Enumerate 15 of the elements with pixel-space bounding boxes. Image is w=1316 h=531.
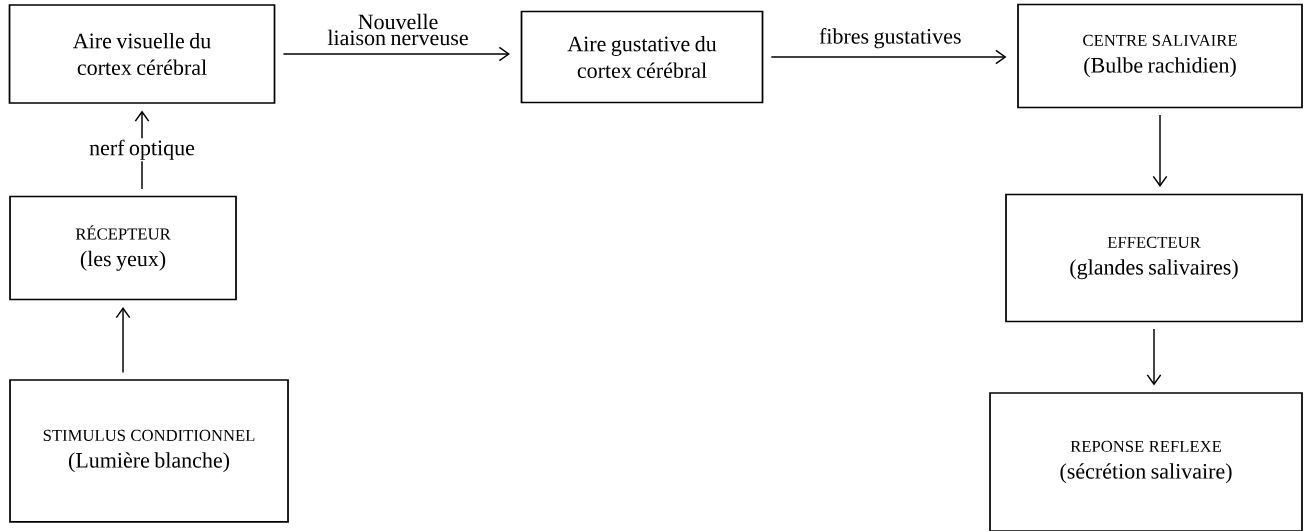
concept-box: CENTRE SALIVAIRE (Bulbe rachidien) xyxy=(1017,3,1303,109)
arrow xyxy=(115,307,131,374)
arrow xyxy=(1146,328,1162,386)
concept-box: RÉCEPTEUR (les yeux) xyxy=(9,195,237,301)
edge-label: Nouvelle liaison nerveuse xyxy=(327,13,468,46)
concept-box: STIMULUS CONDITIONNEL (Lumière blanche) xyxy=(9,379,289,523)
edge-label: nerf optique xyxy=(89,139,195,160)
arrow xyxy=(282,46,510,62)
concept-box: Aire visuelle du cortex cérébral xyxy=(8,4,276,104)
edge-label: fibres gustatives xyxy=(819,28,961,49)
concept-box: Aire gustative du cortex cérébral xyxy=(520,10,764,104)
arrow xyxy=(1152,114,1168,187)
concept-box: EFFECTEUR (glandes salivaires) xyxy=(1005,193,1303,323)
arrow xyxy=(770,49,1007,65)
concept-box: REPONSE REFLEXE (sécrétion salivaire) xyxy=(989,392,1303,531)
